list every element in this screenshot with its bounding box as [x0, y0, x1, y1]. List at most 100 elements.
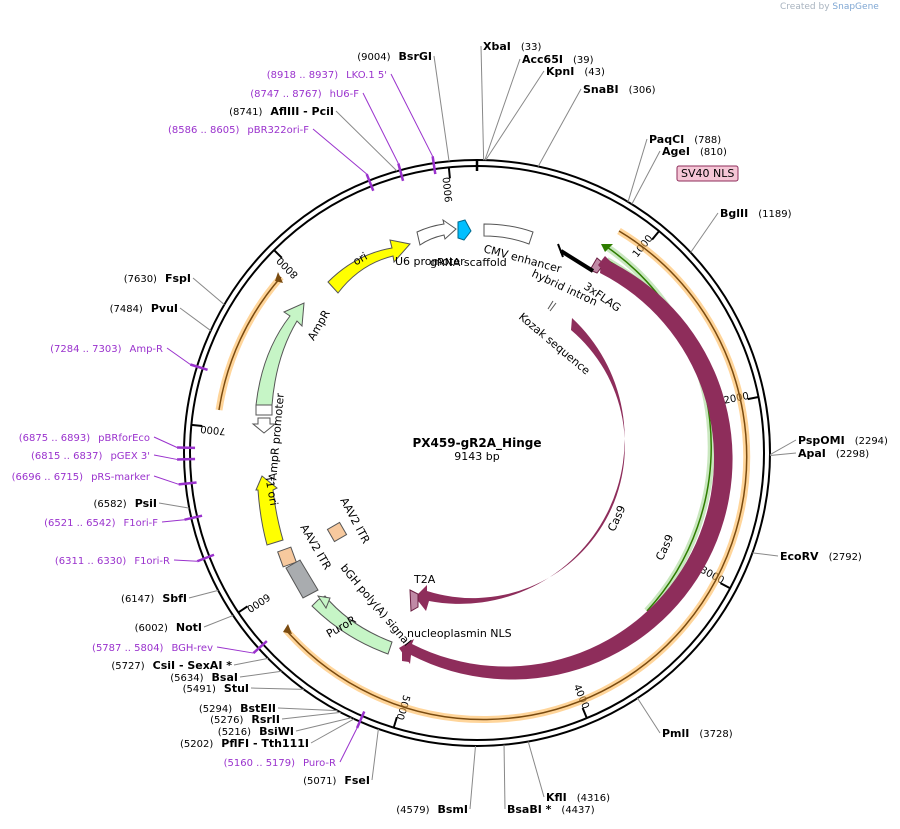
site-line-24	[158, 502, 190, 509]
site-line-14	[371, 728, 379, 781]
site-bsiwi[interactable]: BsiWI(5216)	[218, 725, 294, 738]
site-snabi[interactable]: SnaBI(306)	[583, 83, 656, 96]
site-line-8	[769, 452, 797, 456]
site-pvui[interactable]: PvuI(7484)	[110, 302, 178, 315]
site-line-22	[203, 614, 234, 628]
site-csii[interactable]: CsiI - SexAI * (5727)	[111, 659, 232, 672]
site-afliii[interactable]: AflIII - PciI(8741)	[229, 105, 334, 118]
primer-pbr322ori-f[interactable]: pBR322ori-F(8586 .. 8605)	[168, 125, 309, 136]
site-name: PsiI	[135, 497, 157, 510]
site-fsei[interactable]: FseI(5071)	[303, 774, 370, 787]
site-bglii[interactable]: BglII(1189)	[720, 207, 792, 220]
primer-bgh-rev[interactable]: BGH-rev(5787 .. 5804)	[92, 643, 213, 654]
primer-label: hU6-F	[330, 89, 360, 100]
primer-position: (5160 .. 5179)	[224, 758, 296, 769]
ampr-promoter-arrow	[251, 417, 277, 434]
site-stui[interactable]: StuI(5491)	[183, 682, 249, 695]
site-name: AflIII - PciI	[270, 105, 334, 118]
site-position: (5727)	[111, 661, 144, 672]
site-name: SbfI	[162, 592, 187, 605]
primer-lko-1-5-[interactable]: LKO.1 5'(8918 .. 8937)	[267, 70, 387, 81]
feature-label-kozak-sequence[interactable]: Kozak sequence	[516, 310, 593, 377]
feature-label-u6-promoter[interactable]: U6 promoter	[395, 255, 465, 268]
site-bsteii[interactable]: BstEII(5294)	[199, 702, 276, 715]
primer-amp-r[interactable]: Amp-R(7284 .. 7303)	[50, 344, 163, 355]
site-xbai[interactable]: XbaI(33)	[483, 40, 542, 53]
site-bsmi[interactable]: BsmI(4579)	[396, 803, 468, 816]
site-name: PvuI	[151, 302, 178, 315]
tick-8000	[273, 249, 283, 259]
site-pspomi[interactable]: PspOMI(2294)	[798, 434, 888, 447]
kozak-mark-2	[549, 302, 557, 312]
site-bsai[interactable]: BsaI(5634)	[170, 671, 238, 684]
inner-features	[251, 218, 534, 655]
feature-label-ampr[interactable]: AmpR	[305, 307, 333, 342]
site-position: (6002)	[135, 623, 168, 634]
site-sbfi[interactable]: SbfI (6147)	[121, 592, 187, 605]
site-line-20	[239, 670, 282, 678]
site-psii[interactable]: PsiI(6582)	[93, 497, 157, 510]
primer-line-5	[153, 454, 178, 460]
site-position: (5216)	[218, 727, 251, 738]
feature-label-f1-ori[interactable]: f1 ori	[263, 476, 281, 507]
primer-line-2	[312, 128, 367, 175]
primer-pbrforeco[interactable]: pBRforEco(6875 .. 6893)	[19, 433, 150, 444]
site-bsabi[interactable]: BsaBI *(4437)	[507, 803, 595, 816]
site-agei[interactable]: AgeI(810)	[662, 145, 727, 158]
site-pmli[interactable]: PmlI(3728)	[662, 727, 733, 740]
site-line-26	[192, 277, 225, 305]
site-position: (6147)	[121, 594, 154, 605]
site-line-0	[480, 45, 485, 161]
site-fspi[interactable]: FspI(7630)	[124, 272, 191, 285]
feature-label-t2a[interactable]: T2A	[413, 573, 436, 586]
site-position: (2792)	[829, 552, 862, 563]
primer-position: (6311 .. 6330)	[55, 556, 127, 567]
primer-f1ori-r[interactable]: F1ori-R(6311 .. 6330)	[55, 556, 170, 567]
primer-hu6-f[interactable]: hU6-F(8747 .. 8767)	[250, 89, 359, 100]
site-acc65i[interactable]: Acc65I(39)	[522, 53, 594, 66]
site-name: EcoRV	[780, 550, 819, 563]
site-paqci[interactable]: PaqCI(788)	[649, 133, 721, 146]
site-name: BsrGI	[399, 50, 432, 63]
site-line-9	[752, 552, 779, 557]
site-name: FseI	[344, 774, 370, 787]
site-noti[interactable]: NotI(6002)	[135, 621, 202, 634]
primer-mark-0	[431, 156, 437, 175]
aav2-itr-right	[326, 521, 348, 543]
site-kpni[interactable]: KpnI(43)	[546, 65, 605, 78]
site-apai[interactable]: ApaI(2298)	[798, 447, 869, 460]
site-kfli[interactable]: KflI(4316)	[546, 791, 610, 804]
primer-position: (6521 .. 6542)	[44, 518, 116, 529]
feature-label-cas9[interactable]: Cas9	[605, 503, 628, 533]
feature-label-nucleoplasmin-nls[interactable]: nucleoplasmin NLS	[407, 627, 512, 640]
feature-label-cas9[interactable]: Cas9	[653, 532, 676, 562]
feature-label-ori[interactable]: ori	[351, 250, 370, 268]
site-name: BsaI	[212, 671, 238, 684]
feature-label-aav2-itr[interactable]: AAV2 ITR	[337, 495, 372, 546]
primer-puro-r[interactable]: Puro-R(5160 .. 5179)	[224, 758, 336, 769]
site-line-18	[277, 707, 338, 712]
site-pflfi[interactable]: PflFI - Tth111I(5202)	[180, 737, 309, 750]
primer-line-0	[390, 73, 434, 157]
site-line-10	[637, 697, 661, 734]
tick-7000	[191, 423, 203, 427]
site-line-1	[484, 58, 521, 161]
site-bsrgi[interactable]: BsrGI (9004)	[357, 50, 432, 63]
site-name: FspI	[165, 272, 191, 285]
primer-prs-marker[interactable]: pRS-marker(6696 .. 6715)	[12, 472, 151, 483]
site-line-19	[250, 687, 304, 690]
primer-f1ori-f[interactable]: F1ori-F(6521 .. 6542)	[44, 518, 158, 529]
sv40-nls-label[interactable]: SV40 NLS	[676, 165, 739, 182]
site-line-23	[188, 589, 219, 599]
site-labels: XbaI(33)Acc65I(39)KpnI(43) SnaBI(306) PaqC…	[93, 40, 888, 816]
site-position: (4316)	[577, 793, 610, 804]
primer-position: (6815 .. 6837)	[31, 451, 103, 462]
tick-4000	[581, 707, 588, 719]
primer-pgex-3-[interactable]: pGEX 3'(6815 .. 6837)	[31, 451, 150, 462]
feature-label-grna-scaffold[interactable]: gRNA scaffold	[430, 256, 507, 269]
site-ecorv[interactable]: EcoRV (2792)	[780, 550, 862, 563]
site-position: (9004)	[357, 52, 390, 63]
site-name: CsiI - SexAI *	[153, 659, 233, 672]
site-rsrii[interactable]: RsrII(5276)	[210, 713, 280, 726]
cas9-outer-arrow	[399, 263, 733, 680]
